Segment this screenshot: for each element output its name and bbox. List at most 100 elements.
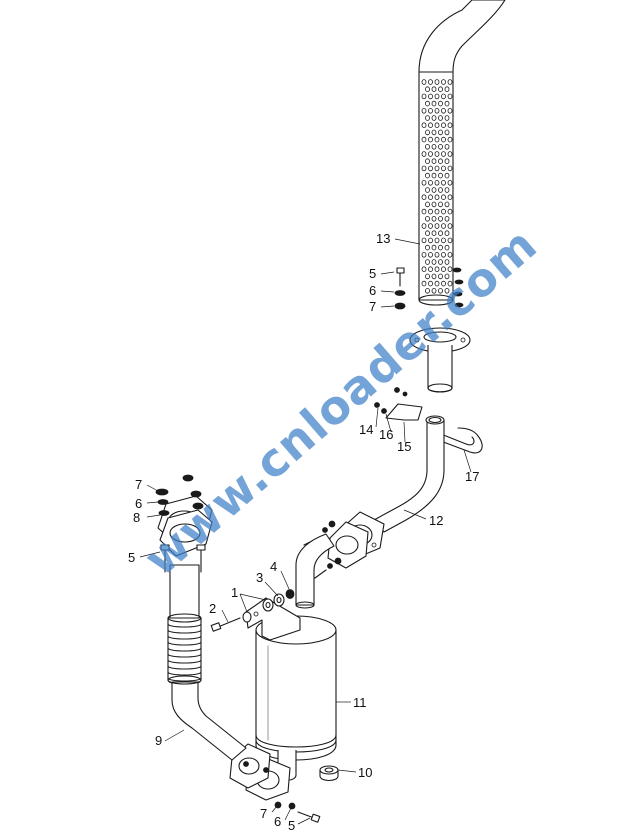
bellows-ring [167,635,202,640]
perforation-hole [438,259,443,265]
perforation-hole [421,165,427,172]
perforation-hole [438,187,443,193]
perforation-hole [441,208,446,215]
perforation-hole [428,223,433,229]
perforation-hole [441,194,446,201]
perforation-hole [447,180,453,186]
perforation-hole [434,194,440,201]
perforation-hole [431,259,437,265]
perforation-hole [431,100,437,107]
flange-nuts-right [452,267,464,308]
perforation-hole [444,100,450,107]
perforation-hole [428,151,433,157]
perforation-hole [441,108,446,114]
perforation-hole [431,86,437,92]
u-bolt-clamp [435,427,483,454]
callout-labels: 1 2 3 4 5 5 5 6 6 6 7 7 7 8 9 10 11 12 1… [128,231,479,833]
perforation-hole [428,266,433,273]
perforation-hole [425,144,430,150]
callout-7-bottom: 7 [260,806,267,821]
perforation-hole [438,129,443,136]
perforation-hole [441,237,446,244]
perforation-hole [431,172,437,179]
perforation-hole [428,252,433,258]
perforation-hole [421,122,427,128]
perforation-hole [444,115,450,121]
perforation-hole [425,244,430,251]
bellows-ring [167,659,202,664]
perforation-hole [444,216,450,222]
perforation-hole [421,79,427,85]
bellows-ring [167,629,202,634]
perforation-hole [428,194,433,201]
tail-pipe-perforated [418,0,506,306]
callout-15: 15 [397,439,411,454]
perforation-hole [428,136,433,143]
muffler-outlet [229,743,321,823]
callout-8: 8 [133,510,140,525]
perforation-hole [438,100,443,107]
callout-6-top: 6 [369,283,376,298]
perforation-hole [431,230,437,237]
perforation-hole [428,79,433,85]
perforation-hole [421,252,427,258]
callout-7-top: 7 [369,299,376,314]
perforation-hole [441,252,446,258]
perforation-hole [428,180,433,186]
perforation-hole [441,180,446,186]
perforation-hole [438,216,443,222]
perforation-hole [438,201,443,208]
perforation-hole [431,244,437,251]
perforation-hole [447,237,453,244]
perforation-hole [434,208,440,215]
perforation-hole [441,165,446,172]
callout-12: 12 [429,513,443,528]
perforation-hole [447,108,453,114]
perforation-hole [421,108,427,114]
perforation-hole [444,244,450,251]
callout-6-left: 6 [135,496,142,511]
perforation-hole [425,216,430,222]
perforation-hole [431,129,437,136]
perforation-hole [425,273,430,280]
perforation-hole [444,201,450,208]
perforation-hole [441,93,446,100]
perforation-hole [434,266,440,273]
perforation-hole [421,266,427,273]
perforation-hole [434,223,440,229]
perforation-hole [428,280,433,287]
perforation-hole [434,122,440,128]
perforation-hole [447,79,453,85]
perforation-hole [441,79,446,85]
perforation-hole [447,266,453,273]
callout-13: 13 [376,231,390,246]
callout-6-bottom: 6 [274,814,281,829]
perforation-hole [428,208,433,215]
perforation-hole [425,187,430,193]
perforation-hole [441,151,446,157]
perforation-hole [444,287,450,294]
perforation-hole [431,287,437,294]
perforation-hole [447,136,453,143]
bellows-ring [167,653,202,658]
perforation-hole [444,259,450,265]
bellows-ring [167,623,202,628]
perforation-hole [438,86,443,92]
callout-1: 1 [231,585,238,600]
callout-7-left: 7 [135,477,142,492]
perforation-hole [438,273,443,280]
perforation-hole [425,115,430,121]
perforation-hole [425,129,430,136]
callout-16: 16 [379,427,393,442]
bellows-ring [167,647,202,652]
perforation-hole [431,187,437,193]
callout-4: 4 [270,559,277,574]
perforation-hole [425,230,430,237]
perforation-hole [421,237,427,244]
perforation-hole [425,172,430,179]
bellows-ring [167,665,202,670]
perforation-hole [441,122,446,128]
perforation-hole [431,158,437,165]
perforation-hole [421,208,427,215]
